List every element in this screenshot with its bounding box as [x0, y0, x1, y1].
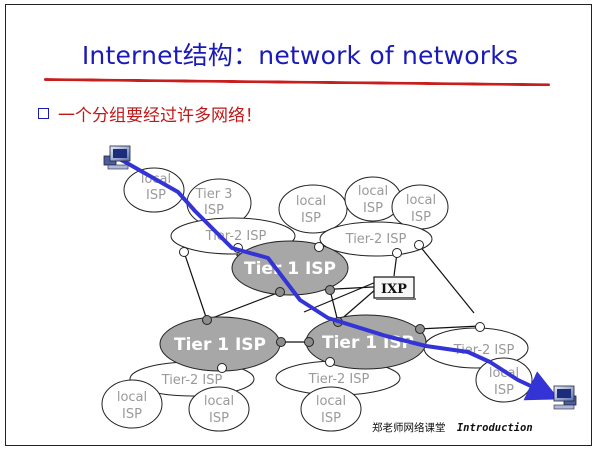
tier1-label-right: Tier 1 ISP — [322, 333, 414, 353]
local-label-d1: local — [406, 193, 436, 208]
tier1-label-left: Tier 1 ISP — [174, 335, 266, 355]
local-isp-top-mid — [278, 184, 348, 234]
router-dot — [217, 363, 227, 373]
source-computer-icon — [103, 145, 131, 170]
outline-isps — [101, 167, 533, 432]
router-dot — [275, 287, 285, 297]
local-label-h1: local — [316, 394, 346, 409]
local-isp-bottom-left — [101, 379, 163, 429]
bullet-item: 一个分组要经过许多网络！ — [38, 101, 262, 126]
packet-path-arrow — [116, 156, 560, 401]
link-path-to-ixp — [303, 281, 377, 313]
link-tier2-top-right-to-tier2-right — [418, 244, 475, 314]
ixp-label: IXP — [381, 282, 407, 297]
local-label-c1: local — [358, 184, 388, 199]
local-label-e2: ISP — [494, 383, 514, 398]
router-dot — [179, 247, 189, 257]
link-tier1-top-to-tier1-right — [329, 289, 339, 323]
tier2-label-top-left: Tier-2 ISP — [205, 229, 267, 244]
bullet-text: 一个分组要经过许多网络！ — [58, 106, 262, 126]
local-label-b2: ISP — [301, 211, 321, 226]
local-isp-bottom-mid — [300, 386, 362, 432]
link-tier1-right-to-tier2-right — [417, 325, 481, 330]
router-dot — [392, 248, 402, 258]
isp-labels: Tier 1 ISP Tier 1 ISP Tier 1 ISP Tier-2 … — [117, 172, 519, 426]
destination-computer-icon — [553, 385, 577, 410]
local-label-b1: local — [296, 194, 326, 209]
footer-course: 郑老师网络课堂 — [372, 422, 446, 434]
router-dot — [414, 240, 424, 250]
local-isp-top-left — [123, 167, 185, 213]
tier2-label-bottom-left: Tier-2 ISP — [161, 373, 223, 388]
link-tier1-top-to-tier1-left — [206, 291, 281, 321]
local-isp-bottom-left2 — [188, 386, 250, 432]
local-label-a2: ISP — [146, 188, 166, 203]
local-label-c2: ISP — [363, 201, 383, 216]
router-dot — [415, 324, 425, 334]
router-dot — [325, 285, 335, 295]
tier3-label-line1: Tier 3 — [195, 187, 233, 202]
tier1-label-top: Tier 1 ISP — [244, 259, 336, 279]
router-dot — [475, 322, 485, 332]
tier1-isps — [159, 240, 427, 372]
local-label-h2: ISP — [321, 411, 341, 426]
local-label-d2: ISP — [411, 210, 431, 225]
router-dot — [202, 315, 212, 325]
slide-footer: 郑老师网络课堂 Introduction — [372, 420, 533, 435]
slide-title: Internet结构：network of networks — [81, 41, 519, 70]
router-dot — [325, 357, 335, 367]
footer-chapter: Introduction — [456, 422, 533, 434]
router-dot — [304, 337, 314, 347]
ixp-box: IXP — [373, 276, 416, 300]
tier2-isp-top-right — [319, 221, 433, 257]
square-bullet-icon — [38, 108, 49, 119]
router-dot — [314, 242, 324, 252]
local-label-f1: local — [117, 390, 147, 405]
router-dots — [179, 240, 485, 373]
tier3-label-line2: ISP — [204, 203, 224, 218]
local-label-f2: ISP — [122, 407, 142, 422]
router-dot — [276, 337, 286, 347]
tier2-label-bottom-mid: Tier-2 ISP — [308, 372, 370, 387]
link-tier2-left-to-tier1-left — [183, 251, 208, 321]
tier2-label-top-right: Tier-2 ISP — [345, 232, 407, 247]
local-label-g1: local — [204, 394, 234, 409]
local-label-g2: ISP — [209, 411, 229, 426]
